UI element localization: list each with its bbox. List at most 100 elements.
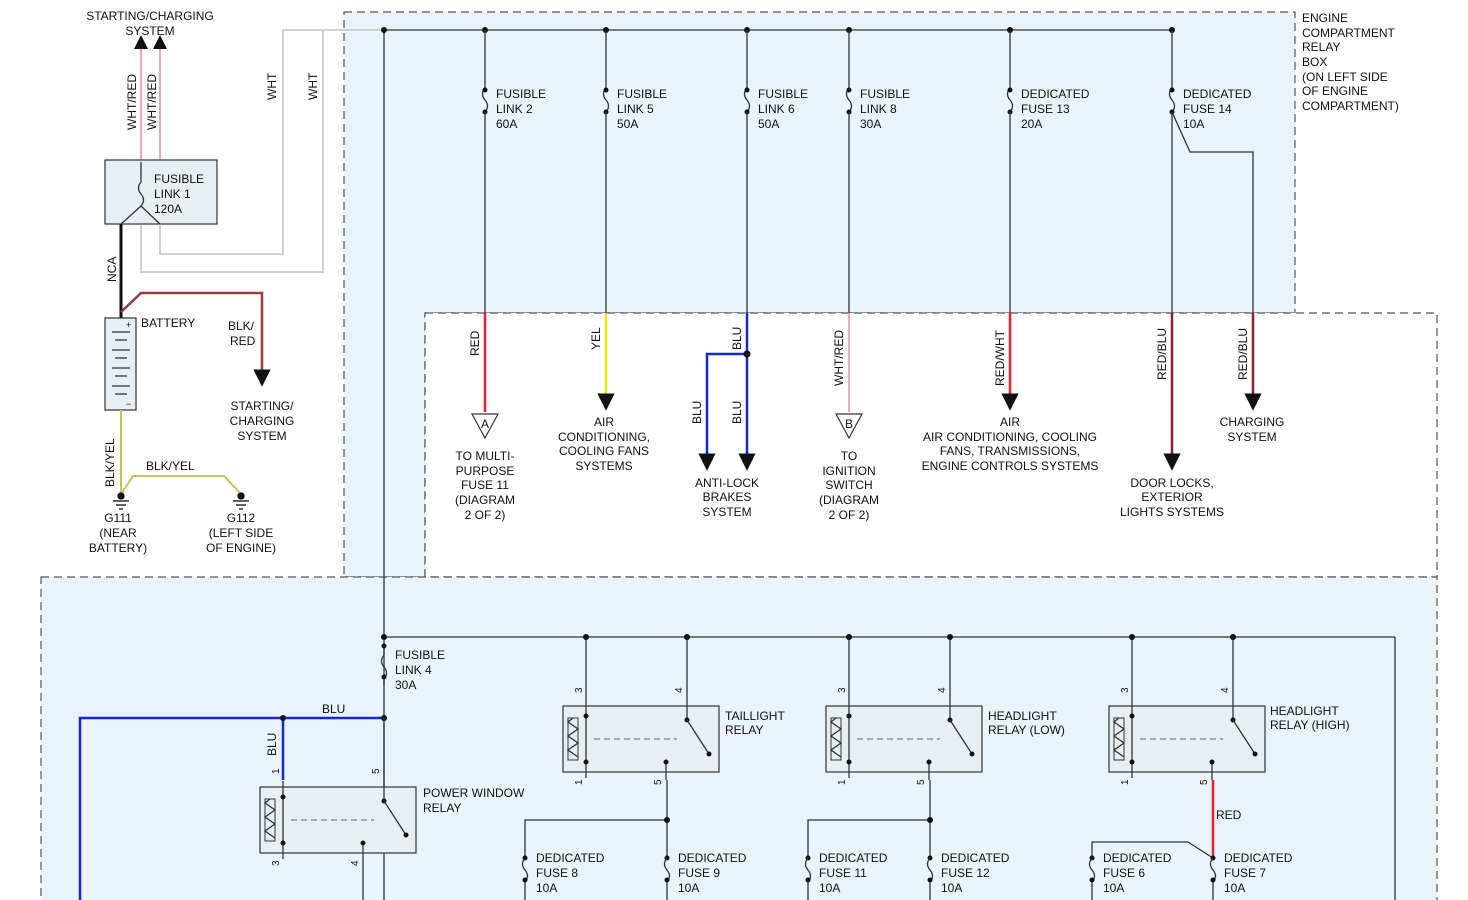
dest-multi-purpose-4: (DIAGRAM (455, 493, 515, 507)
wht-label-1: WHT (265, 72, 279, 100)
headlight-high-2: RELAY (HIGH) (1270, 718, 1350, 732)
dedicated-fuse-label: 10A (536, 881, 557, 895)
blk-red-wire (120, 291, 271, 387)
engine-box-label-4: BOX (1302, 55, 1327, 69)
fuse-terminal (1210, 877, 1216, 883)
fuse-symbol-icon (845, 87, 853, 113)
wht-red-label-2: WHT/RED (145, 74, 159, 130)
wht-wire-inner (159, 29, 384, 255)
lower-bus-junction (381, 634, 387, 640)
fusible-link-1-symbol (120, 162, 145, 225)
red-blu-label-2: RED/BLU (1236, 328, 1250, 380)
engine-fuse-label: LINK 2 (496, 102, 533, 116)
power-window-relay-box (259, 786, 417, 854)
blu-label-1: BLU (730, 327, 744, 350)
blu-label-3: BLU (730, 401, 744, 424)
relay-terminal (1129, 713, 1135, 719)
fuse-symbol-icon (481, 87, 489, 113)
blu-junction-lower-2 (280, 715, 286, 721)
relay-terminal (280, 794, 286, 800)
engine-fuse-label: FUSIBLE (758, 87, 808, 101)
bus-junction (684, 634, 690, 640)
fusible-link-1-branch (140, 205, 161, 225)
lower-section: FUSIBLE LINK 4 30A BLU BLU RED (78, 634, 1396, 900)
system-label: SYSTEM (125, 24, 174, 38)
coil-icon (1112, 717, 1126, 758)
engine-box-label-5: (ON LEFT SIDE (1302, 70, 1388, 84)
dedicated-fuse-label: FUSE 12 (941, 866, 990, 880)
engine-fuse-label: FUSE 13 (1021, 102, 1070, 116)
dedicated-fuse-label: DEDICATED (941, 851, 1010, 865)
dest-ignition-2: IGNITION (822, 464, 875, 478)
bus-junction (1230, 634, 1236, 640)
switch-terminal (969, 751, 975, 757)
blk-red-label-1: BLK/ (228, 319, 255, 333)
engine-box-label-6: OF ENGINE (1302, 84, 1368, 98)
connector-b-label: B (845, 417, 853, 431)
power-window-relay-1: POWER WINDOW (423, 786, 525, 800)
relay-terminal (583, 713, 589, 719)
dedicated-fuse-label: FUSE 6 (1103, 866, 1145, 880)
g112-line2: (LEFT SIDE (209, 526, 273, 540)
fuse-junction (927, 817, 933, 823)
g112-line3: OF ENGINE) (206, 541, 276, 555)
switch-terminal (360, 840, 366, 846)
fuse-terminal (1007, 87, 1013, 93)
bus-junction-top (381, 27, 387, 33)
red-lower-label: RED (1216, 808, 1242, 822)
g111-line1: G111 (104, 511, 132, 525)
engine-fuse-label: DEDICATED (1021, 87, 1090, 101)
dedicated-fuse-label: 10A (1224, 881, 1245, 895)
fuse-terminal (805, 877, 811, 883)
fuse-junction (664, 817, 670, 823)
battery-plus: + (126, 320, 131, 330)
headlight-high-1: HEADLIGHT (1270, 704, 1339, 718)
engine-fuse-label: 50A (758, 117, 779, 131)
blk-yel-label-vertical: BLK/YEL (103, 438, 117, 487)
engine-fuse-label: FUSIBLE (496, 87, 546, 101)
starting-charging-2-line3: SYSTEM (237, 429, 286, 443)
pin-label: 4 (350, 860, 361, 866)
red-wht-label: RED/WHT (993, 329, 1007, 386)
pin-label: 1 (837, 779, 848, 785)
relay-labels: POWER WINDOW RELAY TAILLIGHT RELAY HEADL… (423, 704, 1350, 815)
dedicated-fuse-label: FUSE 9 (678, 866, 720, 880)
dedicated-fuse-label: DEDICATED (819, 851, 888, 865)
coil-icon (263, 798, 277, 839)
battery-label: BATTERY (141, 316, 195, 330)
dest-multi-purpose-5: 2 OF 2) (465, 508, 506, 522)
connector-b-icon (834, 413, 864, 440)
dest-multi-purpose-1: TO MULTI- (456, 449, 515, 463)
battery-symbol (104, 317, 137, 411)
blk-red-label-2: RED (230, 334, 256, 348)
fuse-terminal (603, 87, 609, 93)
bus-junction (583, 634, 589, 640)
wht-label-2: WHT (306, 72, 320, 100)
pin-label: 4 (674, 687, 685, 693)
nca-label: NCA (105, 257, 119, 282)
pin-label: 3 (1120, 687, 1131, 693)
engine-fuse-label: 30A (860, 117, 881, 131)
dest-door-locks-2: EXTERIOR (1141, 490, 1203, 504)
engine-fuse-label: FUSIBLE (860, 87, 910, 101)
red-wire-label: RED (468, 330, 482, 356)
ground-g112-icon (233, 492, 249, 510)
dest-multi-purpose-3: FUSE 11 (461, 478, 509, 492)
engine-fuse-label: 20A (1021, 117, 1042, 131)
dedicated-fuse-label: FUSE 8 (536, 866, 578, 880)
taillight-relay-1: TAILLIGHT (725, 709, 785, 723)
fuse-symbol-icon (1168, 87, 1176, 113)
blk-yel-label-horizontal: BLK/YEL (146, 459, 195, 473)
switch-arm (383, 800, 407, 836)
dest-door-locks-3: LIGHTS SYSTEMS (1120, 505, 1224, 519)
engine-fuse-label: FUSE 14 (1183, 102, 1232, 116)
engine-fuse-label: FUSIBLE (617, 87, 667, 101)
switch-arm (949, 719, 973, 755)
switch-terminal (663, 759, 669, 765)
